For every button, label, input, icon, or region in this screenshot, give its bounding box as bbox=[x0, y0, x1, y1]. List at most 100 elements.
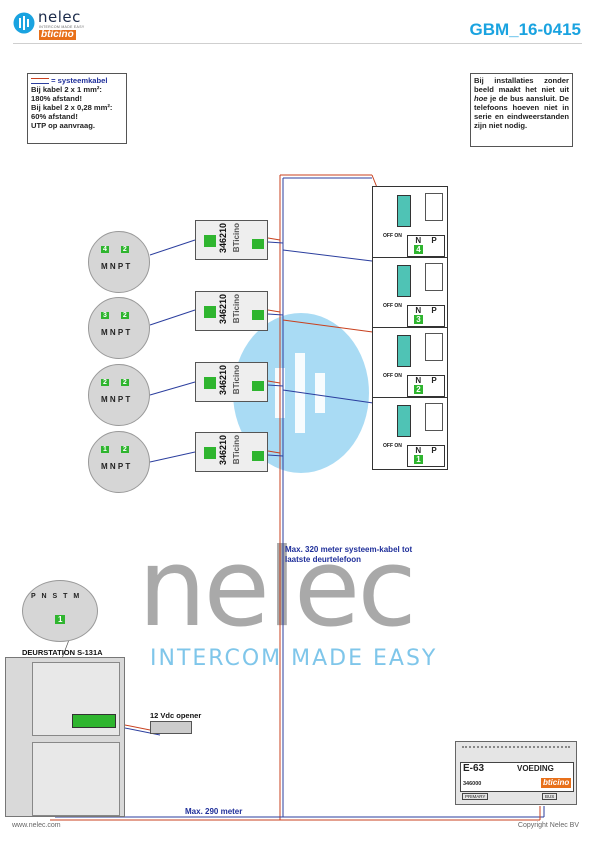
phone-handset bbox=[425, 193, 443, 221]
bus-note: Bij installaties zonder beeld maakt het … bbox=[470, 73, 573, 147]
phone-np: N P 2 bbox=[407, 375, 445, 397]
door-terminal-col: N bbox=[41, 593, 47, 600]
phone-np: N P 3 bbox=[407, 305, 445, 327]
phone-connector bbox=[397, 405, 411, 437]
terminal-col: P bbox=[117, 395, 124, 404]
terminal-col: T bbox=[125, 462, 131, 471]
bus-note-text-em: hoe bbox=[474, 94, 488, 103]
footer-copyright: Copyright Nelec BV bbox=[517, 822, 579, 829]
terminal-zoom-mid: 2 bbox=[120, 379, 129, 386]
terminal-zoom-cols: M N P T bbox=[101, 462, 130, 471]
phone-p: P bbox=[431, 236, 437, 245]
terminal-zoom-cols: M N P T bbox=[101, 262, 130, 271]
phone-switch-label: OFF ON bbox=[383, 373, 402, 379]
terminal-zoom-mid: 2 bbox=[120, 446, 129, 453]
module-brand: BTicino bbox=[232, 223, 241, 253]
terminal-zoom-id: 4 bbox=[101, 246, 109, 253]
max-320-label: Max. 320 meter systeem-kabel tot laatste… bbox=[285, 545, 413, 564]
door-terminal-col: S bbox=[52, 593, 58, 600]
phone-unit: OFF ON N P 4 bbox=[373, 187, 447, 258]
module-brand: BTicino bbox=[232, 294, 241, 324]
terminal-zoom-id: 3 bbox=[101, 312, 109, 319]
terminal-col: N bbox=[109, 462, 116, 471]
note-line: 180% afstand! bbox=[31, 94, 83, 103]
phone-p: P bbox=[431, 376, 437, 385]
footer-url: www.nelec.com bbox=[12, 822, 61, 829]
phone-np: N P 4 bbox=[407, 235, 445, 257]
power-supply: E-63 VOEDING 346000 bticino PRIMARY BUS bbox=[455, 741, 577, 805]
phone-connector bbox=[397, 335, 411, 367]
cable-legend: = systeemkabel bbox=[31, 76, 123, 85]
module-terminal-block bbox=[252, 239, 264, 249]
phone-handset bbox=[425, 333, 443, 361]
phone-unit: OFF ON N P 2 bbox=[373, 327, 447, 398]
terminal-zoom-id: 1 bbox=[101, 446, 109, 453]
header-divider bbox=[13, 43, 582, 44]
terminal-col: T bbox=[125, 328, 131, 337]
terminal-col: M bbox=[101, 262, 108, 271]
note-line: Bij kabel 2 x 0,28 mm²: bbox=[31, 103, 113, 112]
interface-module: 346210 BTicino bbox=[195, 432, 268, 472]
terminal-col: T bbox=[125, 395, 131, 404]
module-terminal-block bbox=[252, 381, 264, 391]
watermark-word: nelec bbox=[138, 526, 417, 651]
note-line: UTP op aanvraag. bbox=[31, 121, 96, 130]
terminal-zoom-cols: M N P T bbox=[101, 395, 130, 404]
module-code: 346210 bbox=[218, 223, 228, 254]
phone-switch-label: OFF ON bbox=[383, 233, 402, 239]
module-terminal-block bbox=[204, 235, 216, 247]
watermark-tagline: INTERCOM MADE EASY bbox=[150, 646, 438, 671]
phone-address: 1 bbox=[414, 455, 423, 464]
terminal-col: P bbox=[117, 262, 124, 271]
phone-connector bbox=[397, 195, 411, 227]
interface-module: 346210 BTicino bbox=[195, 291, 268, 331]
partner-logo: bticino bbox=[39, 29, 76, 40]
interface-module: 346210 BTicino bbox=[195, 362, 268, 402]
terminal-zoom-top-row: 4 2 bbox=[101, 246, 141, 255]
power-primary-label: PRIMARY bbox=[462, 793, 489, 800]
terminal-zoom-id: 2 bbox=[101, 379, 109, 386]
phone-n: N bbox=[415, 376, 422, 385]
terminal-zoom-cols: M N P T bbox=[101, 328, 130, 337]
logo-icon bbox=[13, 12, 35, 34]
module-terminal-block bbox=[204, 306, 216, 318]
door-terminal-value: 1 bbox=[55, 615, 66, 624]
cable-legend-label: = systeemkabel bbox=[51, 76, 108, 85]
door-terminal-col: M bbox=[73, 593, 80, 600]
phone-column: OFF ON N P 4 OFF ON N P 3 OFF ON N P 2 O… bbox=[372, 186, 448, 470]
cable-legend-swatch bbox=[31, 78, 49, 84]
phone-address: 3 bbox=[414, 315, 423, 324]
terminal-zoom-circle: 2 2 M N P T bbox=[88, 364, 150, 426]
terminal-zoom-mid: 2 bbox=[120, 246, 129, 253]
phone-p: P bbox=[431, 306, 437, 315]
cable-note: = systeemkabel Bij kabel 2 x 1 mm²: 180%… bbox=[27, 73, 127, 144]
module-terminal-block bbox=[252, 451, 264, 461]
phone-handset bbox=[425, 263, 443, 291]
bus-note-text-pre: Bij installaties zonder beeld maakt het … bbox=[474, 76, 569, 94]
phone-n: N bbox=[415, 446, 422, 455]
module-brand: BTicino bbox=[232, 435, 241, 465]
terminal-col: P bbox=[117, 328, 124, 337]
brand-name: nelec bbox=[38, 8, 81, 26]
terminal-zoom-circle: 4 2 M N P T bbox=[88, 231, 150, 293]
logo: nelec INTERCOM MADE EASY bticino bbox=[13, 8, 98, 40]
power-model: E-63 bbox=[463, 763, 485, 774]
opener-label: 12 Vdc opener bbox=[150, 711, 202, 720]
power-supply-vent bbox=[462, 746, 570, 754]
bus-note-text-post: je de bus aansluit. De telefoons hoeven … bbox=[474, 94, 569, 130]
terminal-col: M bbox=[101, 395, 108, 404]
phone-address: 2 bbox=[414, 385, 423, 394]
module-terminal-block bbox=[204, 377, 216, 389]
door-station-title: DEURSTATION S-131A bbox=[22, 648, 103, 657]
door-station-lower bbox=[32, 742, 120, 816]
terminal-col: P bbox=[117, 462, 124, 471]
module-code: 346210 bbox=[218, 365, 228, 396]
phone-np: N P 1 bbox=[407, 445, 445, 467]
terminal-col: N bbox=[109, 395, 116, 404]
terminal-zoom-circle: 1 2 M N P T bbox=[88, 431, 150, 493]
phone-n: N bbox=[415, 306, 422, 315]
module-brand: BTicino bbox=[232, 365, 241, 395]
terminal-col: N bbox=[109, 262, 116, 271]
terminal-col: N bbox=[109, 328, 116, 337]
phone-address: 4 bbox=[414, 245, 423, 254]
